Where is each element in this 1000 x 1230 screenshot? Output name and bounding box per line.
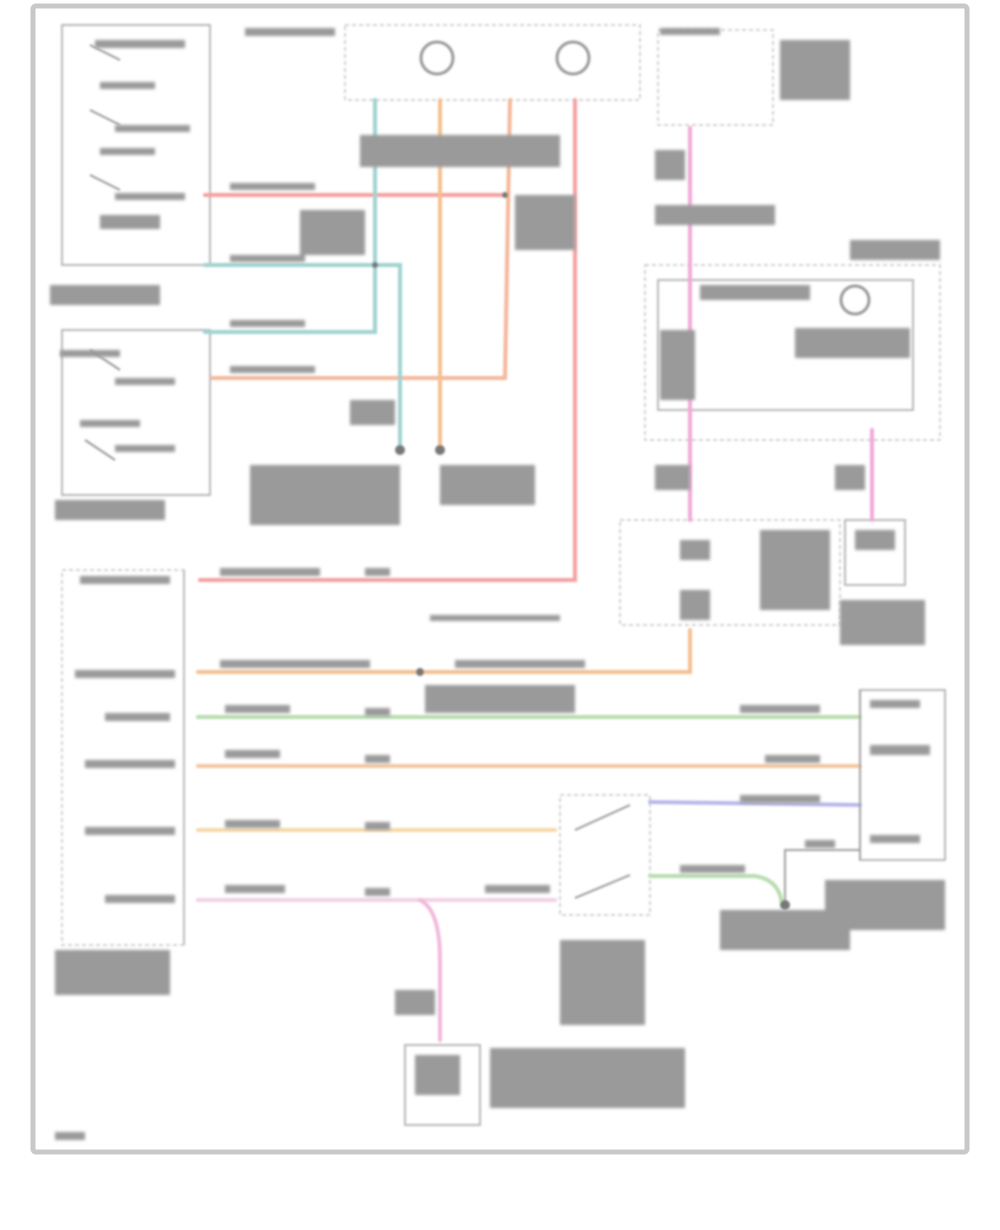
wire-black bbox=[784, 849, 860, 905]
left-brake-switch bbox=[61, 329, 211, 496]
transmission-sensor bbox=[404, 1044, 481, 1126]
wire-teal-1 bbox=[203, 263, 402, 452]
illegible-labels bbox=[50, 28, 945, 1140]
wire-pink-3 bbox=[418, 898, 442, 1042]
splice-dots bbox=[372, 192, 790, 910]
brake-lamp-switch bbox=[559, 794, 651, 916]
cluster-lamp bbox=[839, 284, 871, 316]
instrument-cluster bbox=[644, 264, 941, 441]
top-connector-block bbox=[344, 24, 641, 101]
lamp-right bbox=[555, 40, 591, 76]
junction-box bbox=[619, 519, 841, 626]
wire-orange-red bbox=[210, 98, 512, 380]
diagram-frame bbox=[30, 3, 970, 1155]
lamp-left bbox=[419, 40, 455, 76]
wire-green-2 bbox=[648, 874, 784, 907]
right-brake-switch bbox=[61, 24, 211, 266]
right-connector-box bbox=[844, 519, 906, 586]
wire-orange-2 bbox=[196, 628, 692, 674]
right-switch-connector bbox=[859, 689, 946, 861]
wire-blue bbox=[648, 800, 862, 807]
controller-module bbox=[61, 569, 185, 946]
wire-teal-2 bbox=[203, 98, 377, 334]
top-right-fuse-block bbox=[657, 29, 774, 126]
cluster-inner bbox=[657, 279, 914, 411]
switch-contacts bbox=[84, 44, 631, 899]
wire-red-2 bbox=[198, 98, 577, 582]
